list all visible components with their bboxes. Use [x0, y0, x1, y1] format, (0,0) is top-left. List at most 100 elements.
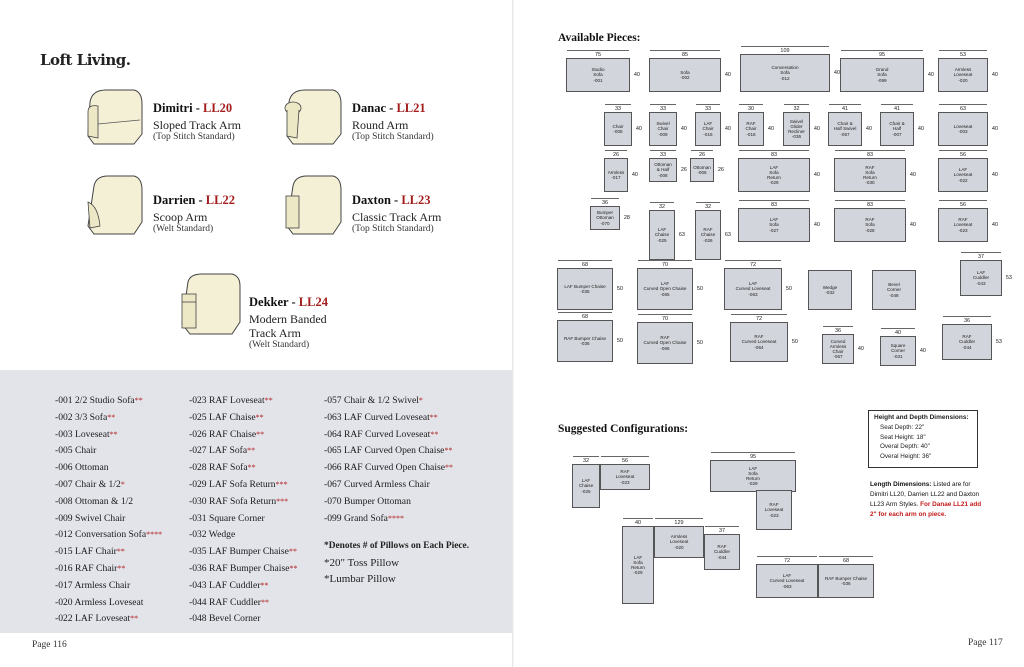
- piece-depth-dimension: 63: [678, 232, 685, 238]
- sectional-piece: Wedge -032: [808, 270, 852, 310]
- piece-depth-dimension: 50: [791, 339, 798, 345]
- piece-label: Ottoman -006: [693, 164, 711, 175]
- piece-depth-dimension: 40: [724, 72, 731, 78]
- piece-list-item: -044 RAF Cuddler**: [189, 595, 297, 612]
- piece-list-col-2: -023 RAF Loveseat**-025 LAF Chaise**-026…: [189, 393, 297, 628]
- chair-code: LL24: [298, 295, 328, 309]
- piece-depth-dimension: 40: [991, 222, 998, 228]
- chair-name: Dekker: [249, 295, 289, 309]
- piece-list-item: -017 Armless Chair: [55, 578, 162, 595]
- piece-label: LAF Sofa Return -029: [746, 465, 760, 487]
- piece-list-text: -066 RAF Curved Open Chaise: [324, 462, 445, 474]
- piece-list-item: -031 Square Corner: [189, 511, 297, 528]
- piece-width-dimension: 109: [741, 46, 829, 54]
- piece-list-item: -002 3/3 Sofa**: [55, 410, 162, 427]
- piece-list-item: -065 LAF Curved Open Chaise**: [324, 443, 453, 460]
- piece-depth-dimension: 40: [633, 72, 640, 78]
- piece-list-text: -015 LAF Chair: [55, 546, 117, 558]
- pillow-stars: **: [289, 563, 298, 573]
- piece-label: LAF Chair -015: [702, 121, 714, 137]
- piece-depth-dimension: 40: [813, 222, 820, 228]
- piece-list-text: -031 Square Corner: [189, 512, 265, 524]
- chair-illustration: [284, 89, 342, 145]
- piece-list-text: -065 LAF Curved Open Chaise: [324, 445, 445, 457]
- piece-width-dimension: 83: [739, 200, 809, 208]
- piece-width-dimension: 36: [943, 316, 991, 324]
- piece-list-item: -006 Ottoman: [55, 460, 162, 477]
- pillow-stars: ****: [146, 530, 163, 540]
- piece-width-dimension: 68: [558, 312, 612, 320]
- piece-depth-dimension: 50: [696, 286, 703, 292]
- piece-list-item: -012 Conversation Sofa****: [55, 527, 162, 544]
- piece-label: RAF Sofa -028: [865, 217, 875, 233]
- piece-list-text: -012 Conversation Sofa: [55, 529, 147, 541]
- piece-label: LAF Chaise -025: [654, 227, 670, 243]
- piece-label: LAF Sofa -027: [769, 217, 779, 233]
- piece-list-item: -067 Curved Armless Chair: [324, 477, 453, 494]
- piece-list-text: -029 LAF Sofa Return: [189, 478, 276, 490]
- pillow-stars: **: [288, 547, 297, 557]
- piece-depth-dimension: 40: [767, 126, 774, 132]
- chair-code: LL21: [396, 101, 426, 115]
- piece-depth-dimension: 40: [909, 172, 916, 178]
- piece-list-text: -048 Bevel Corner: [189, 613, 261, 625]
- sectional-piece: LAF Curved Loveseat -063 72: [756, 556, 818, 598]
- chair-code: LL23: [401, 193, 431, 207]
- piece-depth-dimension: 50: [696, 340, 703, 346]
- piece-depth-dimension: 40: [833, 70, 840, 76]
- overall-height: Overal Height: 36": [880, 452, 932, 460]
- piece-list-item: -099 Grand Sofa****: [324, 511, 453, 528]
- piece-label: Curved Armless Chair -067: [829, 338, 847, 360]
- piece-width-dimension: 32: [784, 104, 809, 112]
- chair-danac: Danac - LL21 Round Arm (Top Stitch Stand…: [283, 84, 463, 154]
- piece-label: RAF Cuddler -044: [958, 334, 976, 350]
- chair-standard: (Top Stitch Standard): [352, 224, 434, 235]
- piece-width-dimension: 129: [655, 518, 703, 526]
- piece-list-text: -001 2/2 Studio Sofa: [55, 395, 135, 406]
- piece-width-dimension: 41: [829, 104, 861, 112]
- piece-depth-dimension: 40: [680, 126, 687, 132]
- piece-depth-dimension: 53: [1005, 275, 1012, 281]
- pillow-stars: **: [260, 597, 269, 607]
- piece-label: Armless Loveseat -020: [669, 534, 689, 550]
- piece-depth-dimension: 40: [813, 126, 820, 132]
- chair-name: Danac: [352, 101, 387, 115]
- seat-depth: Seat Depth: 22": [880, 424, 925, 431]
- piece-list-text: -032 Wedge: [189, 529, 236, 541]
- piece-list-item: -015 LAF Chair**: [55, 544, 162, 561]
- piece-width-dimension: 70: [638, 260, 692, 268]
- pillow-stars: **: [247, 463, 256, 473]
- pillow-stars: ***: [276, 496, 289, 506]
- piece-list-item: -030 RAF Sofa Return***: [189, 494, 297, 511]
- piece-depth-dimension: 40: [927, 72, 934, 78]
- piece-width-dimension: 33: [650, 150, 676, 158]
- piece-width-dimension: 70: [638, 314, 692, 322]
- piece-list-text: -017 Armless Chair: [55, 579, 131, 591]
- pillow-stars: **: [107, 412, 116, 422]
- chair-code: LL20: [203, 101, 233, 115]
- piece-label: Studio Sofa -001: [591, 67, 605, 83]
- piece-depth-dimension: 40: [991, 126, 998, 132]
- piece-list-item: -001 2/2 Studio Sofa**: [55, 393, 162, 410]
- piece-list-item: -027 LAF Sofa**: [189, 443, 297, 460]
- pillow-stars: **: [117, 563, 126, 573]
- piece-width-dimension: 83: [835, 200, 905, 208]
- piece-label: LAF Curved Loveseat -063: [769, 573, 805, 589]
- sectional-piece: LAF Sofa -027 83 40: [738, 200, 820, 242]
- piece-list-text: -070 Bumper Ottoman: [324, 495, 411, 507]
- piece-label: Sofa -002: [680, 69, 690, 80]
- piece-depth-dimension: 26: [717, 167, 724, 173]
- lumbar-pillow-note: *Lumbar Pillow: [324, 573, 396, 585]
- piece-width-dimension: 72: [757, 556, 817, 564]
